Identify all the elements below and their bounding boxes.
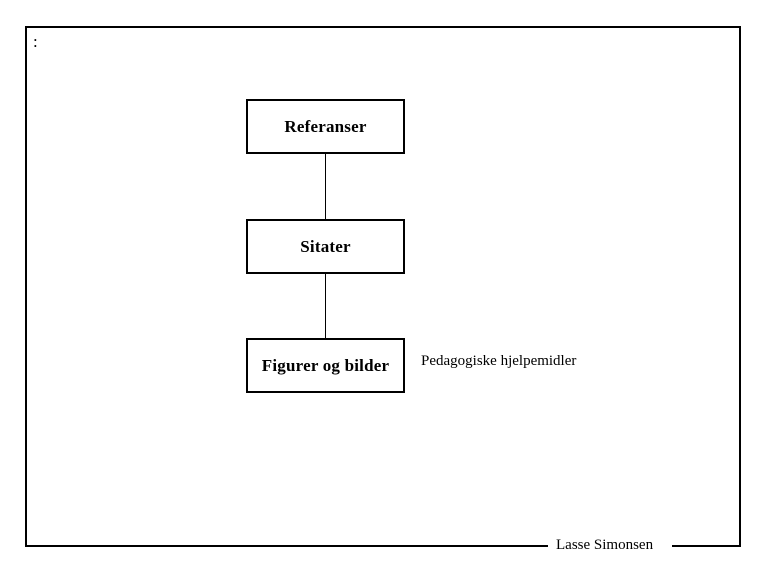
bullet-colon-marker: :	[33, 32, 38, 51]
flow-connector-referanser-sitater	[325, 153, 326, 220]
flow-node-sitater[interactable]: Sitater	[246, 219, 405, 274]
flow-node-referanser[interactable]: Referanser	[246, 99, 405, 154]
slide-frame-left-edge	[25, 26, 27, 547]
slide-frame-top-edge	[25, 26, 741, 28]
author-signature: Lasse Simonsen	[553, 536, 657, 555]
side-annotation-label: Pedagogiske hjelpemidler	[421, 353, 577, 369]
flow-connector-sitater-figurer	[325, 273, 326, 339]
slide-frame-bottom-left-edge	[25, 545, 548, 547]
slide-frame-right-edge	[739, 26, 741, 547]
flow-node-figurer[interactable]: Figurer og bilder	[246, 338, 405, 393]
slide-frame-bottom-right-edge	[672, 545, 741, 547]
